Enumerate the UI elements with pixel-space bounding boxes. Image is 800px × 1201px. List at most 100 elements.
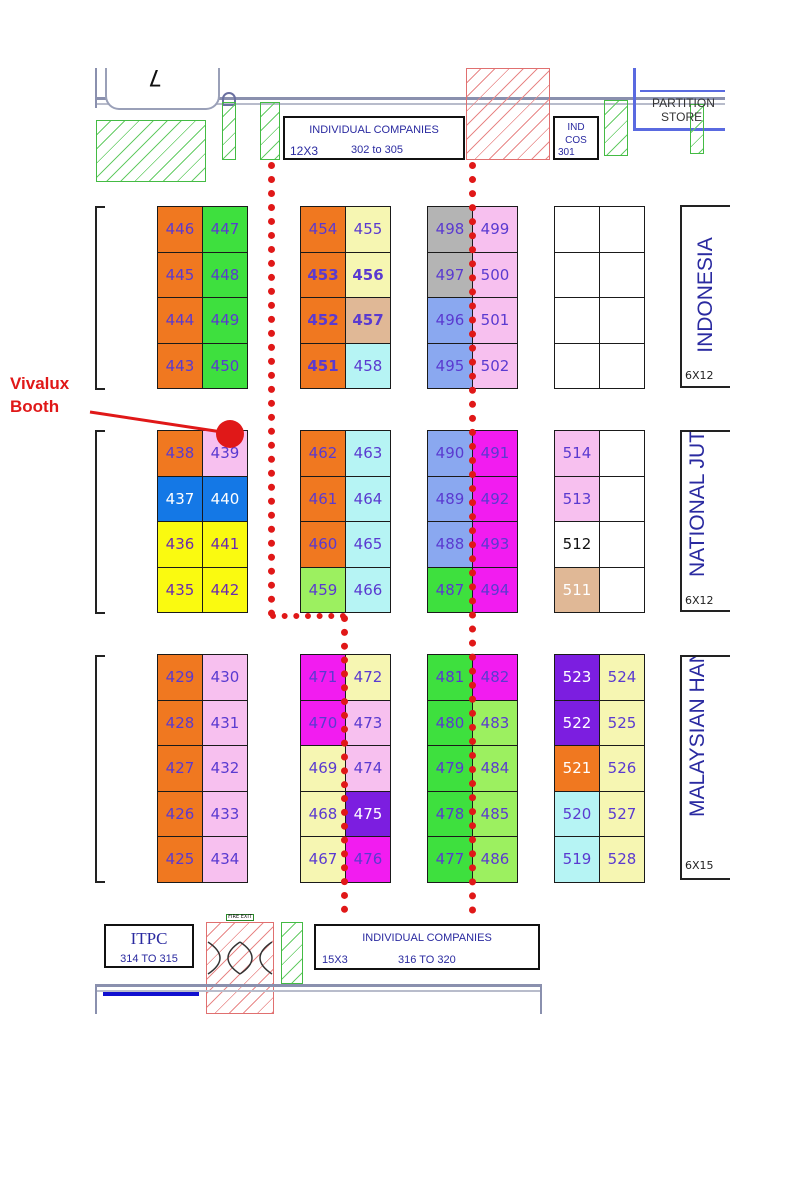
booth-480[interactable]: 480 <box>427 699 473 746</box>
booth-473[interactable]: 473 <box>345 699 391 746</box>
booth-429[interactable]: 429 <box>157 654 203 701</box>
ind-cos-box[interactable]: IND COS 301 <box>553 116 599 160</box>
hatched-zone-red-top <box>466 68 550 160</box>
booth-428[interactable]: 428 <box>157 699 203 746</box>
booth-470[interactable]: 470 <box>300 699 346 746</box>
booth-486[interactable]: 486 <box>472 836 518 883</box>
ind-cos-line2: COS <box>565 135 587 146</box>
booth-449[interactable]: 449 <box>202 297 248 344</box>
booth-440[interactable]: 440 <box>202 475 248 522</box>
booth-443[interactable]: 443 <box>157 342 203 389</box>
booth-unassigned[interactable] <box>599 251 645 298</box>
booth-495[interactable]: 495 <box>427 342 473 389</box>
booth-455[interactable]: 455 <box>345 206 391 253</box>
partition-wall-vert <box>633 68 636 130</box>
booth-460[interactable]: 460 <box>300 521 346 568</box>
booth-500[interactable]: 500 <box>472 251 518 298</box>
booth-502[interactable]: 502 <box>472 342 518 389</box>
booth-453[interactable]: 453 <box>300 251 346 298</box>
booth-461[interactable]: 461 <box>300 475 346 522</box>
booth-458[interactable]: 458 <box>345 342 391 389</box>
booth-524[interactable]: 524 <box>599 654 645 701</box>
left-wall-top <box>95 68 97 108</box>
booth-446[interactable]: 446 <box>157 206 203 253</box>
booth-433[interactable]: 433 <box>202 790 248 837</box>
booth-463[interactable]: 463 <box>345 430 391 477</box>
booth-469[interactable]: 469 <box>300 745 346 792</box>
hall-indonesia-size: 6X12 <box>685 369 714 382</box>
booth-494[interactable]: 494 <box>472 566 518 613</box>
bottom-wall <box>95 984 541 987</box>
door-arcs-bottom <box>207 941 273 975</box>
booth-442[interactable]: 442 <box>202 566 248 613</box>
top-wall <box>95 97 725 100</box>
left-bracket-3 <box>95 655 105 883</box>
booth-511[interactable]: 511 <box>554 566 600 613</box>
booth-501[interactable]: 501 <box>472 297 518 344</box>
booth-434[interactable]: 434 <box>202 836 248 883</box>
booth-unassigned[interactable] <box>599 521 645 568</box>
itpc-title: ITPC <box>130 929 168 948</box>
booth-478[interactable]: 478 <box>427 790 473 837</box>
booth-unassigned[interactable] <box>599 206 645 253</box>
booth-484[interactable]: 484 <box>472 745 518 792</box>
hall-indonesia[interactable]: INDONESIA 6X12 <box>680 205 730 388</box>
booth-437[interactable]: 437 <box>157 475 203 522</box>
booth-520[interactable]: 520 <box>554 790 600 837</box>
booth-451[interactable]: 451 <box>300 342 346 389</box>
walkway-left-horizontal <box>270 613 346 619</box>
vivalux-label-line2: Booth <box>10 397 60 416</box>
booth-488[interactable]: 488 <box>427 521 473 568</box>
hall-malaysian-size: 6X15 <box>685 859 714 872</box>
booth-445[interactable]: 445 <box>157 251 203 298</box>
booth-unassigned[interactable] <box>554 342 600 389</box>
hall-national-jute-board[interactable]: NATIONAL JUTE BOARD 6X12 <box>680 430 730 612</box>
booth-441[interactable]: 441 <box>202 521 248 568</box>
individual-companies-top-title: INDIVIDUAL COMPANIES <box>309 124 439 136</box>
booth-497[interactable]: 497 <box>427 251 473 298</box>
booth-475[interactable]: 475 <box>345 790 391 837</box>
booth-490[interactable]: 490 <box>427 430 473 477</box>
booth-512[interactable]: 512 <box>554 521 600 568</box>
booth-482[interactable]: 482 <box>472 654 518 701</box>
booth-514[interactable]: 514 <box>554 430 600 477</box>
booth-471[interactable]: 471 <box>300 654 346 701</box>
booth-477[interactable]: 477 <box>427 836 473 883</box>
booth-466[interactable]: 466 <box>345 566 391 613</box>
booth-474[interactable]: 474 <box>345 745 391 792</box>
stair-box <box>105 68 220 110</box>
booth-432[interactable]: 432 <box>202 745 248 792</box>
individual-companies-bottom-title: INDIVIDUAL COMPANIES <box>362 932 492 944</box>
booth-456[interactable]: 456 <box>345 251 391 298</box>
booth-522[interactable]: 522 <box>554 699 600 746</box>
booth-435[interactable]: 435 <box>157 566 203 613</box>
individual-companies-top[interactable]: INDIVIDUAL COMPANIES 12X3 302 to 305 <box>283 116 465 160</box>
booth-459[interactable]: 459 <box>300 566 346 613</box>
booth-483[interactable]: 483 <box>472 699 518 746</box>
booth-454[interactable]: 454 <box>300 206 346 253</box>
itpc-box[interactable]: ITPC 314 TO 315 <box>104 924 194 968</box>
booth-526[interactable]: 526 <box>599 745 645 792</box>
booth-427[interactable]: 427 <box>157 745 203 792</box>
individual-companies-bottom[interactable]: INDIVIDUAL COMPANIES 15X3 316 TO 320 <box>314 924 540 970</box>
booth-528[interactable]: 528 <box>599 836 645 883</box>
booth-444[interactable]: 444 <box>157 297 203 344</box>
booth-472[interactable]: 472 <box>345 654 391 701</box>
booth-unassigned[interactable] <box>599 342 645 389</box>
booth-448[interactable]: 448 <box>202 251 248 298</box>
booth-450[interactable]: 450 <box>202 342 248 389</box>
walkway-center-vertical <box>341 615 355 913</box>
hatched-area-top-4 <box>604 100 628 156</box>
booth-unassigned[interactable] <box>599 297 645 344</box>
booth-426[interactable]: 426 <box>157 790 203 837</box>
individual-companies-bottom-range: 316 TO 320 <box>398 954 456 966</box>
hall-malaysian-handicrafts[interactable]: MALAYSIAN HANDICRAFTS 6X15 <box>680 655 730 880</box>
booth-unassigned[interactable] <box>599 566 645 613</box>
partition-store-line2: STORE <box>661 110 703 124</box>
individual-companies-top-size: 12X3 <box>290 144 319 158</box>
booth-476[interactable]: 476 <box>345 836 391 883</box>
booth-457[interactable]: 457 <box>345 297 391 344</box>
itpc-range: 314 TO 315 <box>120 953 178 965</box>
walkway-left-vertical <box>268 162 282 617</box>
booth-489[interactable]: 489 <box>427 475 473 522</box>
